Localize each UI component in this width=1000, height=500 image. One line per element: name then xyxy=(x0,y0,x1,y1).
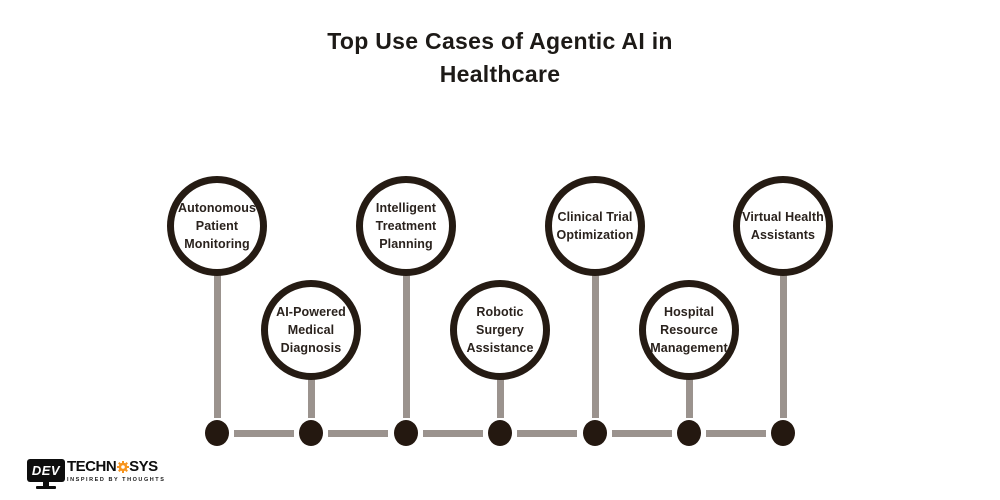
connector-stem xyxy=(591,274,599,418)
node-label: Intelligent Treatment Planning xyxy=(375,201,437,251)
connector-stem xyxy=(402,274,410,418)
node-virtual-health-assistants: Virtual Health Assistants xyxy=(733,176,833,276)
node-label: Robotic Surgery Assistance xyxy=(466,305,534,355)
logo-dev-text: DEV xyxy=(31,463,61,478)
logo-tagline: INSPIRED BY THOUGHTS xyxy=(67,477,166,483)
timeline-dot xyxy=(677,420,701,446)
node-ai-powered-medical-diagnosis: AI-Powered Medical Diagnosis xyxy=(261,280,361,380)
node-label: Virtual Health Assistants xyxy=(742,210,824,242)
logo-name-right: SYS xyxy=(129,458,158,475)
logo-monitor-icon: DEV xyxy=(27,459,65,492)
logo-name-left: TECHN xyxy=(67,458,117,475)
timeline-segment xyxy=(517,430,577,437)
logo-company-name: TECHN SYS xyxy=(67,459,165,475)
timeline-dot xyxy=(583,420,607,446)
node-label: Autonomous Patient Monitoring xyxy=(177,201,257,251)
timeline-segment xyxy=(612,430,672,437)
page-title-line2: Healthcare xyxy=(439,61,561,87)
connector-stem xyxy=(307,378,315,418)
gear-icon xyxy=(116,461,129,473)
timeline-segment xyxy=(328,430,388,437)
node-robotic-surgery-assistance: Robotic Surgery Assistance xyxy=(450,280,550,380)
timeline-dot xyxy=(205,420,229,446)
node-label: Hospital Resource Management xyxy=(650,305,728,355)
timeline-segment xyxy=(423,430,483,437)
connector-stem xyxy=(685,378,693,418)
timeline-dot xyxy=(394,420,418,446)
node-hospital-resource-management: Hospital Resource Management xyxy=(639,280,739,380)
connector-stem xyxy=(496,378,504,418)
connector-stem xyxy=(213,274,221,418)
node-clinical-trial-optimization: Clinical Trial Optimization xyxy=(545,176,645,276)
timeline-segment xyxy=(234,430,294,437)
node-label: AI-Powered Medical Diagnosis xyxy=(276,305,346,355)
timeline-segment xyxy=(706,430,766,437)
timeline-dot xyxy=(488,420,512,446)
page-title: Top Use Cases of Agentic AI in Healthcar… xyxy=(0,25,1000,91)
node-label: Clinical Trial Optimization xyxy=(556,210,634,242)
connector-stem xyxy=(779,274,787,418)
devtechnosys-logo: DEV TECHN SYS INS xyxy=(27,459,165,492)
node-intelligent-treatment-planning: Intelligent Treatment Planning xyxy=(356,176,456,276)
timeline-dot xyxy=(771,420,795,446)
timeline-dot xyxy=(299,420,323,446)
page-title-line1: Top Use Cases of Agentic AI in xyxy=(327,28,673,54)
node-autonomous-patient-monitoring: Autonomous Patient Monitoring xyxy=(167,176,267,276)
